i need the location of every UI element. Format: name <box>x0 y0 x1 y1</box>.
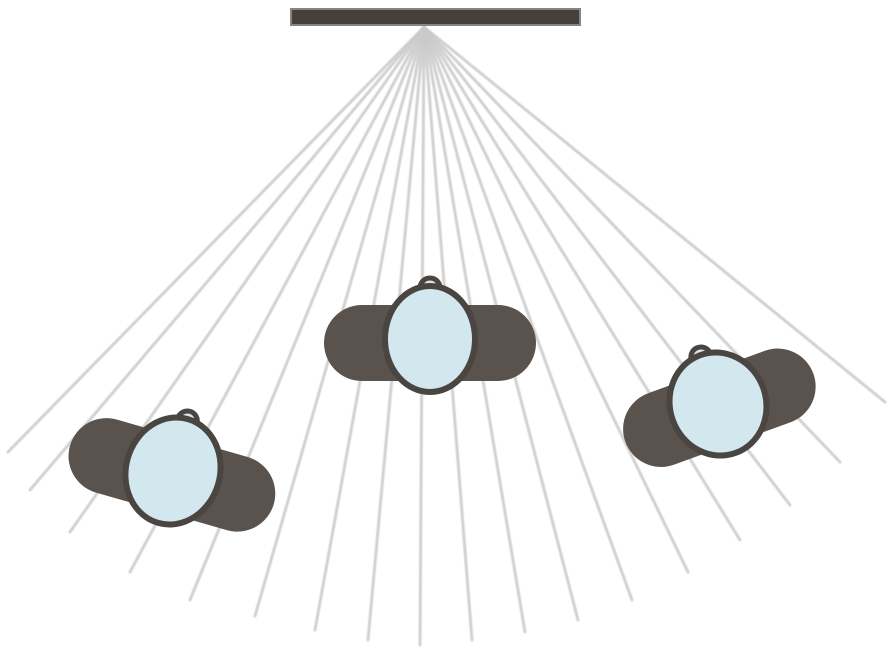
figure-center <box>324 275 536 395</box>
head <box>666 349 770 459</box>
head <box>382 283 478 395</box>
figure-right <box>623 344 816 467</box>
beam-fan <box>6 25 887 647</box>
source-bar <box>290 8 581 26</box>
overhead-source <box>290 8 581 26</box>
figures-group <box>68 275 816 532</box>
beam-line <box>422 25 634 602</box>
figure-left <box>68 408 276 532</box>
beam-line <box>28 25 426 492</box>
beam-line <box>422 25 887 404</box>
beam-line <box>6 25 426 454</box>
beam-line <box>422 25 690 574</box>
